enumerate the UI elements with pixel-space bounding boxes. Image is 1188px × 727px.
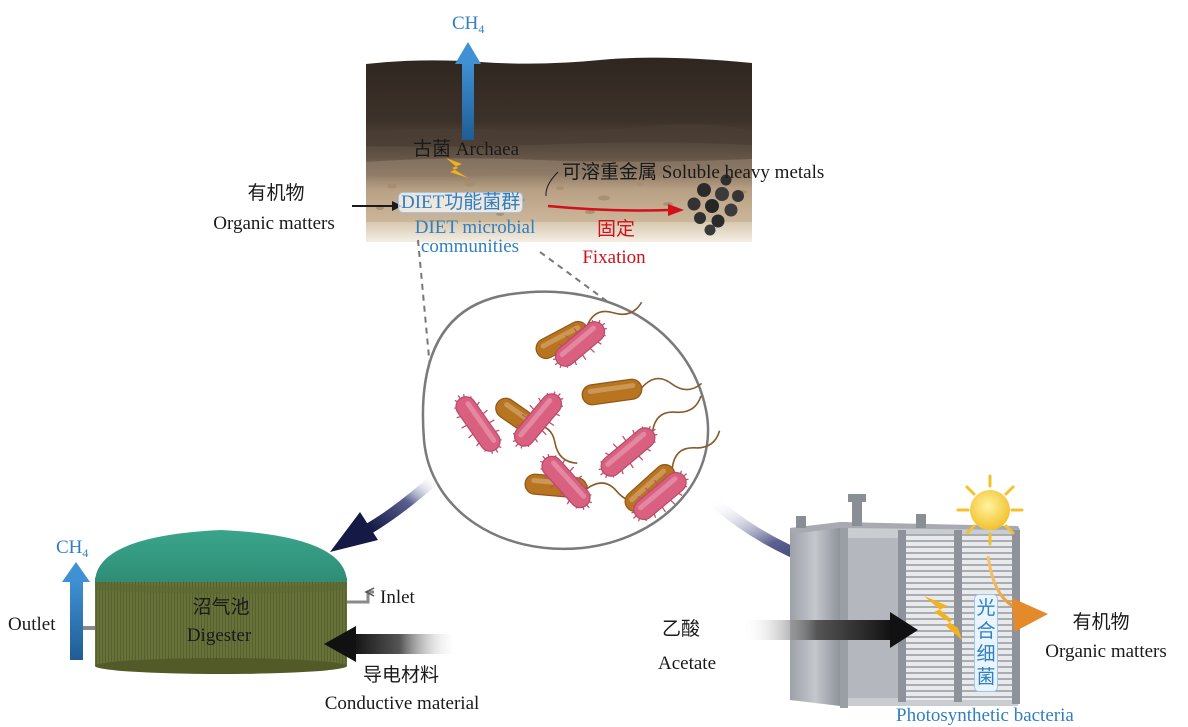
organic-output-arrow [986,555,1048,632]
soluble-heavy-metals-label: 可溶重金属 Soluble heavy metals [562,162,825,183]
digester-en-label: Digester [186,625,252,646]
fixation-cn-label: 固定 [596,219,636,240]
acetate-arrow [742,612,918,648]
organic-matters-en-label: Organic matters [213,213,335,234]
diet-communities-en-line1: DIET microbial [414,217,536,238]
conductive-material-en-label: Conductive material [324,693,480,714]
organic-matters-out-en-label: Organic matters [1045,641,1167,662]
microbe-cell [631,470,689,522]
fixation-en-label: Fixation [582,247,646,268]
organic-matters-cn-label: 有机物 [247,183,305,204]
microbe-cell [624,430,721,512]
microbe-zoom-circle [421,290,721,551]
organic-input-arrow [352,201,402,211]
acetate-cn-label: 乙酸 [662,619,701,640]
acetate-en-label: Acetate [658,653,717,674]
photosynthetic-bacteria-en-label: Photosynthetic bacteria [896,705,1074,726]
conductive-material-cn-label: 导电材料 [362,665,440,686]
microbe-cell [553,319,607,369]
fixation-arrow [547,204,684,216]
ch4-arrow-soil [455,42,481,140]
sun-icon [956,474,1024,546]
microbe-cell [539,453,593,511]
archaea-label: 古菌 Archaea [413,139,520,160]
lightning-icon [446,158,468,178]
microbe-cell [598,395,702,479]
diet-communities-cn-label: DIET功能菌群 [398,192,524,213]
inlet-label: Inlet [380,587,415,608]
navy-arrow-to-digester [330,472,442,552]
outlet-label: Outlet [8,614,56,635]
digester-cn-label: 沼气池 [192,597,250,618]
diet-communities-en-line2: communities [420,236,520,257]
digester-tank [70,530,375,674]
microbe-cell [581,377,703,406]
photosynthetic-bacteria-cn-label: 光合细菌 [974,594,998,692]
ch4-label-soil: CH4 [452,13,485,36]
ch4-label-digester: CH4 [56,537,89,560]
microbe-cell [512,391,564,449]
microbe-cell [454,394,502,454]
organic-matters-out-cn-label: 有机物 [1072,612,1130,633]
heavy-metal-particles [687,174,744,236]
lightning-icon-reactor [924,596,962,640]
ch4-arrow-digester [62,562,90,660]
conductive-material-arrow [324,626,458,662]
